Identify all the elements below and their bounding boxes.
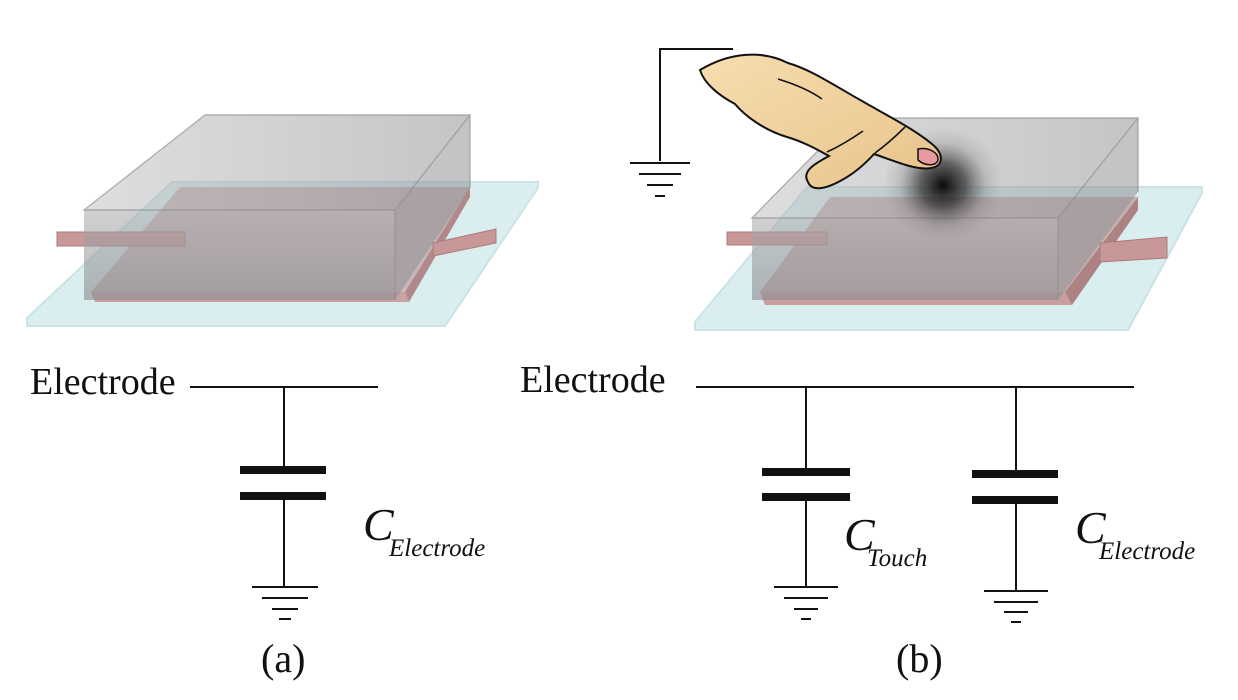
panel-b-glass-front — [752, 218, 1058, 300]
fingernail — [917, 147, 939, 166]
finger-illustration — [698, 53, 942, 190]
panel-a-glass-top — [84, 115, 470, 210]
panel-a-right-lead — [432, 228, 497, 257]
panel-b-electrode-capacitor-label-main: C — [1075, 502, 1107, 553]
panel-a-glass-side — [395, 115, 470, 300]
panel-b-electrode-label: Electrode — [520, 359, 666, 401]
panel-a-circuit — [190, 386, 378, 620]
panel-b-touch-capacitor-label-subscript: Touch — [867, 545, 927, 572]
panel-b-glass-side — [1058, 118, 1138, 300]
panel-b-electrode-capacitor-label-subscript: Electrode — [1098, 538, 1195, 565]
panel-b-caption: (b) — [896, 636, 943, 681]
panel-b-sensor-model — [630, 48, 1203, 331]
panel-a-glass-front — [84, 210, 395, 300]
panel-a-electrode-label: Electrode — [30, 361, 176, 403]
panel-b-touch-capacitor-label-main: C — [844, 509, 876, 560]
finger-ground-connection — [630, 48, 733, 197]
panel-a-capacitor-label-subscript: Electrode — [388, 535, 485, 562]
panel-b-circuit — [696, 386, 1134, 623]
panel-b-right-lead — [1099, 236, 1168, 263]
finger-hand-shape — [698, 53, 942, 190]
panel-a-capacitor-label-main: C — [363, 499, 395, 550]
finger-knuckle-lines — [777, 78, 906, 154]
panel-a-caption: (a) — [261, 636, 305, 681]
panel-a-glass-edges — [81, 114, 472, 300]
panel-a-sensor-model — [26, 114, 539, 327]
